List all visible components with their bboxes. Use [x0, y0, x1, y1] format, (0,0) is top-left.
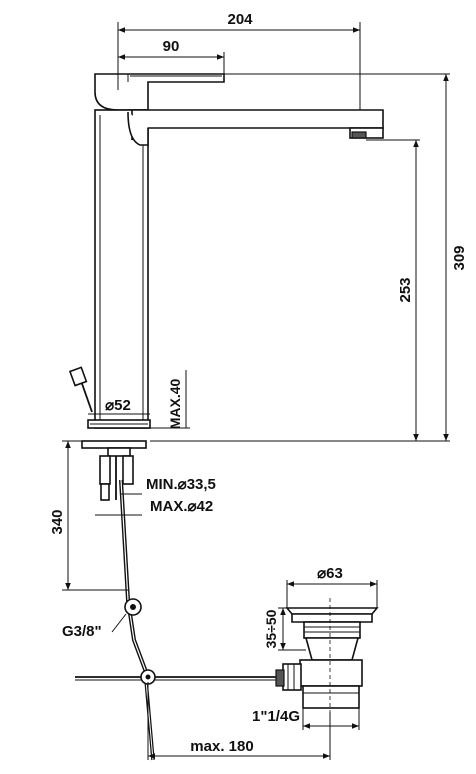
dim-overall-reach: 204 [227, 11, 253, 28]
dim-max-deck: MAX.40 [167, 379, 183, 430]
dim-max-rod: max. 180 [190, 738, 253, 755]
dim-base-diameter: ⌀52 [105, 397, 131, 414]
dim-hole-min: MIN.⌀33,5 [146, 476, 216, 493]
dim-handle-offset: 90 [163, 38, 180, 55]
faucet-body [87, 73, 384, 429]
dim-hole-max: MAX.⌀42 [150, 498, 213, 515]
dim-spout-height: 253 [397, 277, 414, 302]
dim-hose-connection: G3/8" [62, 623, 102, 640]
deck-fixing [81, 440, 147, 501]
dim-waste-stroke: 35÷50 [263, 609, 279, 648]
dim-total-height: 309 [451, 245, 468, 270]
dim-waste-thread: 1"1/4G [252, 708, 300, 725]
popup-lever [68, 366, 93, 413]
dim-hose-length: 340 [49, 509, 66, 534]
hoses [75, 479, 278, 761]
dim-waste-diameter: ⌀63 [317, 565, 343, 582]
waste-drain [275, 598, 379, 712]
